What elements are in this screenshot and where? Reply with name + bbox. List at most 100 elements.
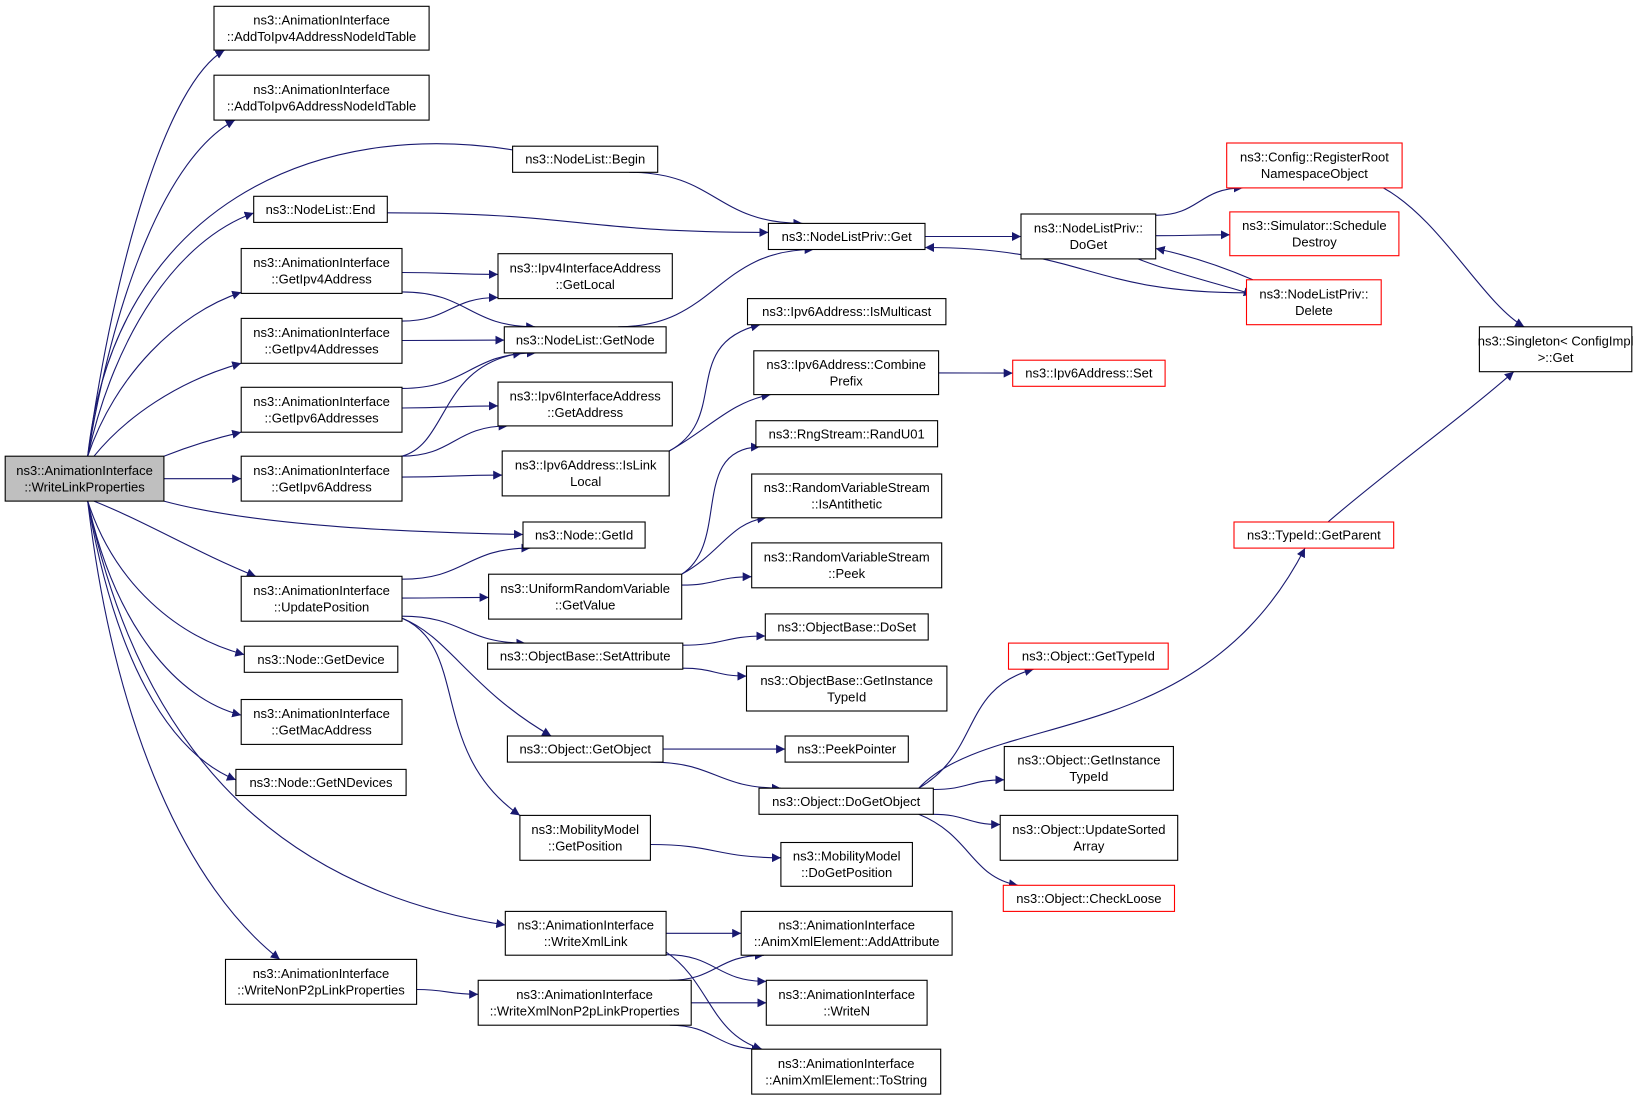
node-obDoSet[interactable]: ns3::ObjectBase::DoSet <box>764 613 929 641</box>
node-nodeGetId[interactable]: ns3::Node::GetId <box>522 521 646 549</box>
edge-path <box>87 501 281 960</box>
node-getIpv4Addresses[interactable]: ns3::AnimationInterface::GetIpv4Addresse… <box>240 317 403 364</box>
node-peekPointer[interactable]: ns3::PeekPointer <box>784 735 909 763</box>
node-nlpDelete[interactable]: ns3::NodeListPriv::Delete <box>1245 279 1382 326</box>
node-nodeGetNDevices[interactable]: ns3::Node::GetNDevices <box>235 768 407 797</box>
edge-updatePosition-to-obSetAttribute <box>401 615 526 648</box>
node-updatePosition[interactable]: ns3::AnimationInterface::UpdatePosition <box>240 575 403 622</box>
node-box <box>999 814 1179 861</box>
node-box <box>751 542 943 589</box>
node-objCheckLoose[interactable]: ns3::Object::CheckLoose <box>1002 884 1176 912</box>
node-nlGetNode[interactable]: ns3::NodeList::GetNode <box>503 326 667 354</box>
node-box <box>1003 745 1174 791</box>
node-label-line: ::AddToIpv4AddressNodeIdTable <box>227 29 416 44</box>
node-box <box>4 455 165 502</box>
node-label-line: ns3::Object::GetInstance <box>1017 753 1160 768</box>
node-uniformGetValue[interactable]: ns3::UniformRandomVariable::GetValue <box>488 573 683 620</box>
node-label-line: Delete <box>1295 303 1333 318</box>
node-label-line: ns3::AnimationInterface <box>778 987 915 1002</box>
node-box <box>497 381 673 427</box>
node-getIpv6Address[interactable]: ns3::AnimationInterface::GetIpv6Address <box>240 455 403 502</box>
node-toString[interactable]: ns3::AnimationInterface::AnimXmlElement:… <box>751 1048 942 1095</box>
node-nlpDoGet[interactable]: ns3::NodeListPriv::DoGet <box>1020 213 1157 260</box>
edge-uniformGetValue-to-rvsPeek <box>681 572 752 586</box>
node-root[interactable]: ns3::AnimationInterface::WriteLinkProper… <box>4 455 165 502</box>
node-label-line: ns3::AnimationInterface <box>253 255 390 270</box>
edge-path <box>1155 230 1230 240</box>
node-label-line: ::IsAntithetic <box>811 497 882 512</box>
node-label-line: NamespaceObject <box>1261 166 1368 181</box>
node-box <box>751 1048 942 1095</box>
node-label-line: ns3::Simulator::Schedule <box>1242 218 1387 233</box>
edge-path <box>618 245 814 328</box>
node-box <box>746 298 947 326</box>
node-rngRandU01[interactable]: ns3::RngStream::RandU01 <box>755 420 939 448</box>
node-label-line: ns3::AnimationInterface <box>16 463 153 478</box>
node-mmDoGetPosition[interactable]: ns3::MobilityModel::DoGetPosition <box>780 841 913 887</box>
node-addIpv6[interactable]: ns3::AnimationInterface::AddToIpv6Addres… <box>213 74 430 121</box>
node-typeIdGetParent[interactable]: ns3::TypeId::GetParent <box>1233 521 1395 549</box>
node-writeXmlNonP2p[interactable]: ns3::AnimationInterface::WriteXmlNonP2pL… <box>477 979 692 1026</box>
edge-path <box>87 290 242 457</box>
node-writeNonP2p[interactable]: ns3::AnimationInterface::WriteNonP2pLink… <box>224 958 418 1005</box>
node-nlBegin[interactable]: ns3::NodeList::Begin <box>512 145 659 173</box>
node-singletonGet[interactable]: ns3::Singleton< ConfigImpl>::Get <box>1478 326 1634 373</box>
node-ipv6Set[interactable]: ns3::Ipv6Address::Set <box>1012 359 1166 387</box>
node-label-line: ns3::AnimationInterface <box>253 82 390 97</box>
node-nlpGet[interactable]: ns3::NodeListPriv::Get <box>767 222 926 251</box>
node-label-line: ::GetValue <box>555 597 615 612</box>
node-getIpv6Addresses[interactable]: ns3::AnimationInterface::GetIpv6Addresse… <box>240 386 403 433</box>
edge-getIpv4Address-to-ipv4GetLocal <box>401 269 499 279</box>
node-getMacAddress[interactable]: ns3::AnimationInterface::GetMacAddress <box>240 698 403 745</box>
edge-path <box>401 592 489 602</box>
edge-nlpDelete-to-nlpGet <box>924 243 1247 294</box>
node-box <box>240 317 403 364</box>
node-label-line: ::GetIpv6Addresses <box>265 411 380 426</box>
edge-path <box>401 293 499 322</box>
edge-nlpDoGet-to-cfgRegisterRoot <box>1155 183 1243 216</box>
node-obSetAttribute[interactable]: ns3::ObjectBase::SetAttribute <box>487 642 684 670</box>
node-rvsPeek[interactable]: ns3::RandomVariableStream::Peek <box>751 542 943 589</box>
edge-path <box>387 212 769 237</box>
node-label-line: ns3::ObjectBase::DoSet <box>777 619 916 634</box>
edge-path <box>682 667 747 681</box>
node-box <box>240 386 403 433</box>
node-nlEnd[interactable]: ns3::NodeList::End <box>253 195 388 223</box>
node-label-line: ns3::NodeListPriv:: <box>1259 287 1368 302</box>
edge-path <box>1327 371 1515 523</box>
edge-path <box>665 951 763 1051</box>
node-layer: ns3::AnimationInterface::WriteLinkProper… <box>4 5 1634 1095</box>
node-label-line: >::Get <box>1538 350 1574 365</box>
edge-path <box>669 1024 762 1054</box>
node-writeN[interactable]: ns3::AnimationInterface::WriteN <box>765 979 928 1026</box>
edge-path <box>87 500 242 718</box>
node-addAttribute[interactable]: ns3::AnimationInterface::AnimXmlElement:… <box>740 910 953 956</box>
edge-root-to-nlEnd <box>87 211 254 457</box>
edge-path <box>681 572 752 586</box>
node-box <box>497 253 673 300</box>
node-ipv4GetLocal[interactable]: ns3::Ipv4InterfaceAddress::GetLocal <box>497 253 673 300</box>
node-mmGetPosition[interactable]: ns3::MobilityModel::GetPosition <box>519 814 651 861</box>
node-ipv6IfGetAddress[interactable]: ns3::Ipv6InterfaceAddress::GetAddress <box>497 381 673 427</box>
node-objGetObject[interactable]: ns3::Object::GetObject <box>506 735 664 763</box>
node-getIpv4Address[interactable]: ns3::AnimationInterface::GetIpv4Address <box>240 247 403 294</box>
node-ipv6IsMulticast[interactable]: ns3::Ipv6Address::IsMulticast <box>746 298 947 326</box>
edge-getIpv6Address-to-nlGetNode <box>401 349 523 457</box>
node-nodeGetDevice[interactable]: ns3::Node::GetDevice <box>243 645 399 673</box>
node-objDoGetObject[interactable]: ns3::Object::DoGetObject <box>758 787 934 815</box>
edge-root-to-nodeGetNDevices <box>87 501 237 781</box>
node-objGetTypeId[interactable]: ns3::Object::GetTypeId <box>1007 642 1169 670</box>
node-addIpv4[interactable]: ns3::AnimationInterface::AddToIpv4Addres… <box>213 5 430 51</box>
edge-nlpDoGet-to-simScheduleDestroy <box>1155 230 1230 240</box>
node-rvsIsAntithetic[interactable]: ns3::RandomVariableStream::IsAntithetic <box>751 473 943 519</box>
node-writeXmlLink[interactable]: ns3::AnimationInterface::WriteXmlLink <box>504 910 667 956</box>
node-label-line: ::WriteLinkProperties <box>24 479 145 494</box>
